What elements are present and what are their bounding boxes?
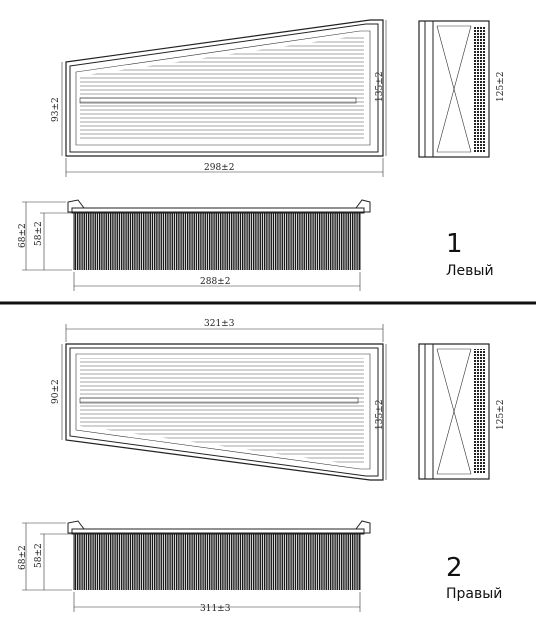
dim-outer-height-1: 68±2 xyxy=(18,223,28,248)
dim-side-height-1: 125±2 xyxy=(496,72,506,102)
variant-number-1: 1 xyxy=(446,229,463,259)
front-view-2 xyxy=(67,520,371,590)
front-view-1 xyxy=(67,199,371,270)
dimensions-front-1: 68±2 58±2 288±2 xyxy=(18,201,361,291)
dimensions-top-1: 298±2 93±2 135±2 xyxy=(51,20,387,177)
dim-side-height-2: 125±2 xyxy=(496,400,506,430)
top-view-1 xyxy=(65,19,384,157)
variant-number-2: 2 xyxy=(446,553,463,583)
dim-right-height-2: 135±2 xyxy=(375,400,385,430)
dim-inner-height-1: 58±2 xyxy=(34,221,44,246)
dim-right-height-1: 135±2 xyxy=(375,72,385,102)
dim-left-height-2: 90±2 xyxy=(51,379,61,404)
dim-bottom-width-1: 288±2 xyxy=(200,277,230,287)
variant-label-2: Правый xyxy=(446,586,502,602)
dim-bottom-width-2: 311±3 xyxy=(200,604,231,614)
dim-left-height-1: 93±2 xyxy=(51,97,61,122)
dimensions-top-2: 321±3 90±2 135±2 xyxy=(51,319,387,480)
variant-2: 321±3 90±2 135±2 125±2 68±2 xyxy=(18,319,506,614)
dimensions-front-2: 68±2 58±2 311±3 xyxy=(18,522,361,614)
dim-top-width-2: 321±3 xyxy=(204,319,235,329)
side-view-1: 125±2 xyxy=(418,20,506,158)
variant-1: 298±2 93±2 135±2 125±2 xyxy=(18,19,506,291)
top-view-2 xyxy=(65,343,384,481)
dim-top-width-1: 298±2 xyxy=(204,163,234,173)
variant-label-1: Левый xyxy=(446,263,494,279)
side-view-2: 125±2 xyxy=(418,343,506,480)
dim-outer-height-2: 68±2 xyxy=(18,545,28,570)
dim-inner-height-2: 58±2 xyxy=(34,543,44,568)
